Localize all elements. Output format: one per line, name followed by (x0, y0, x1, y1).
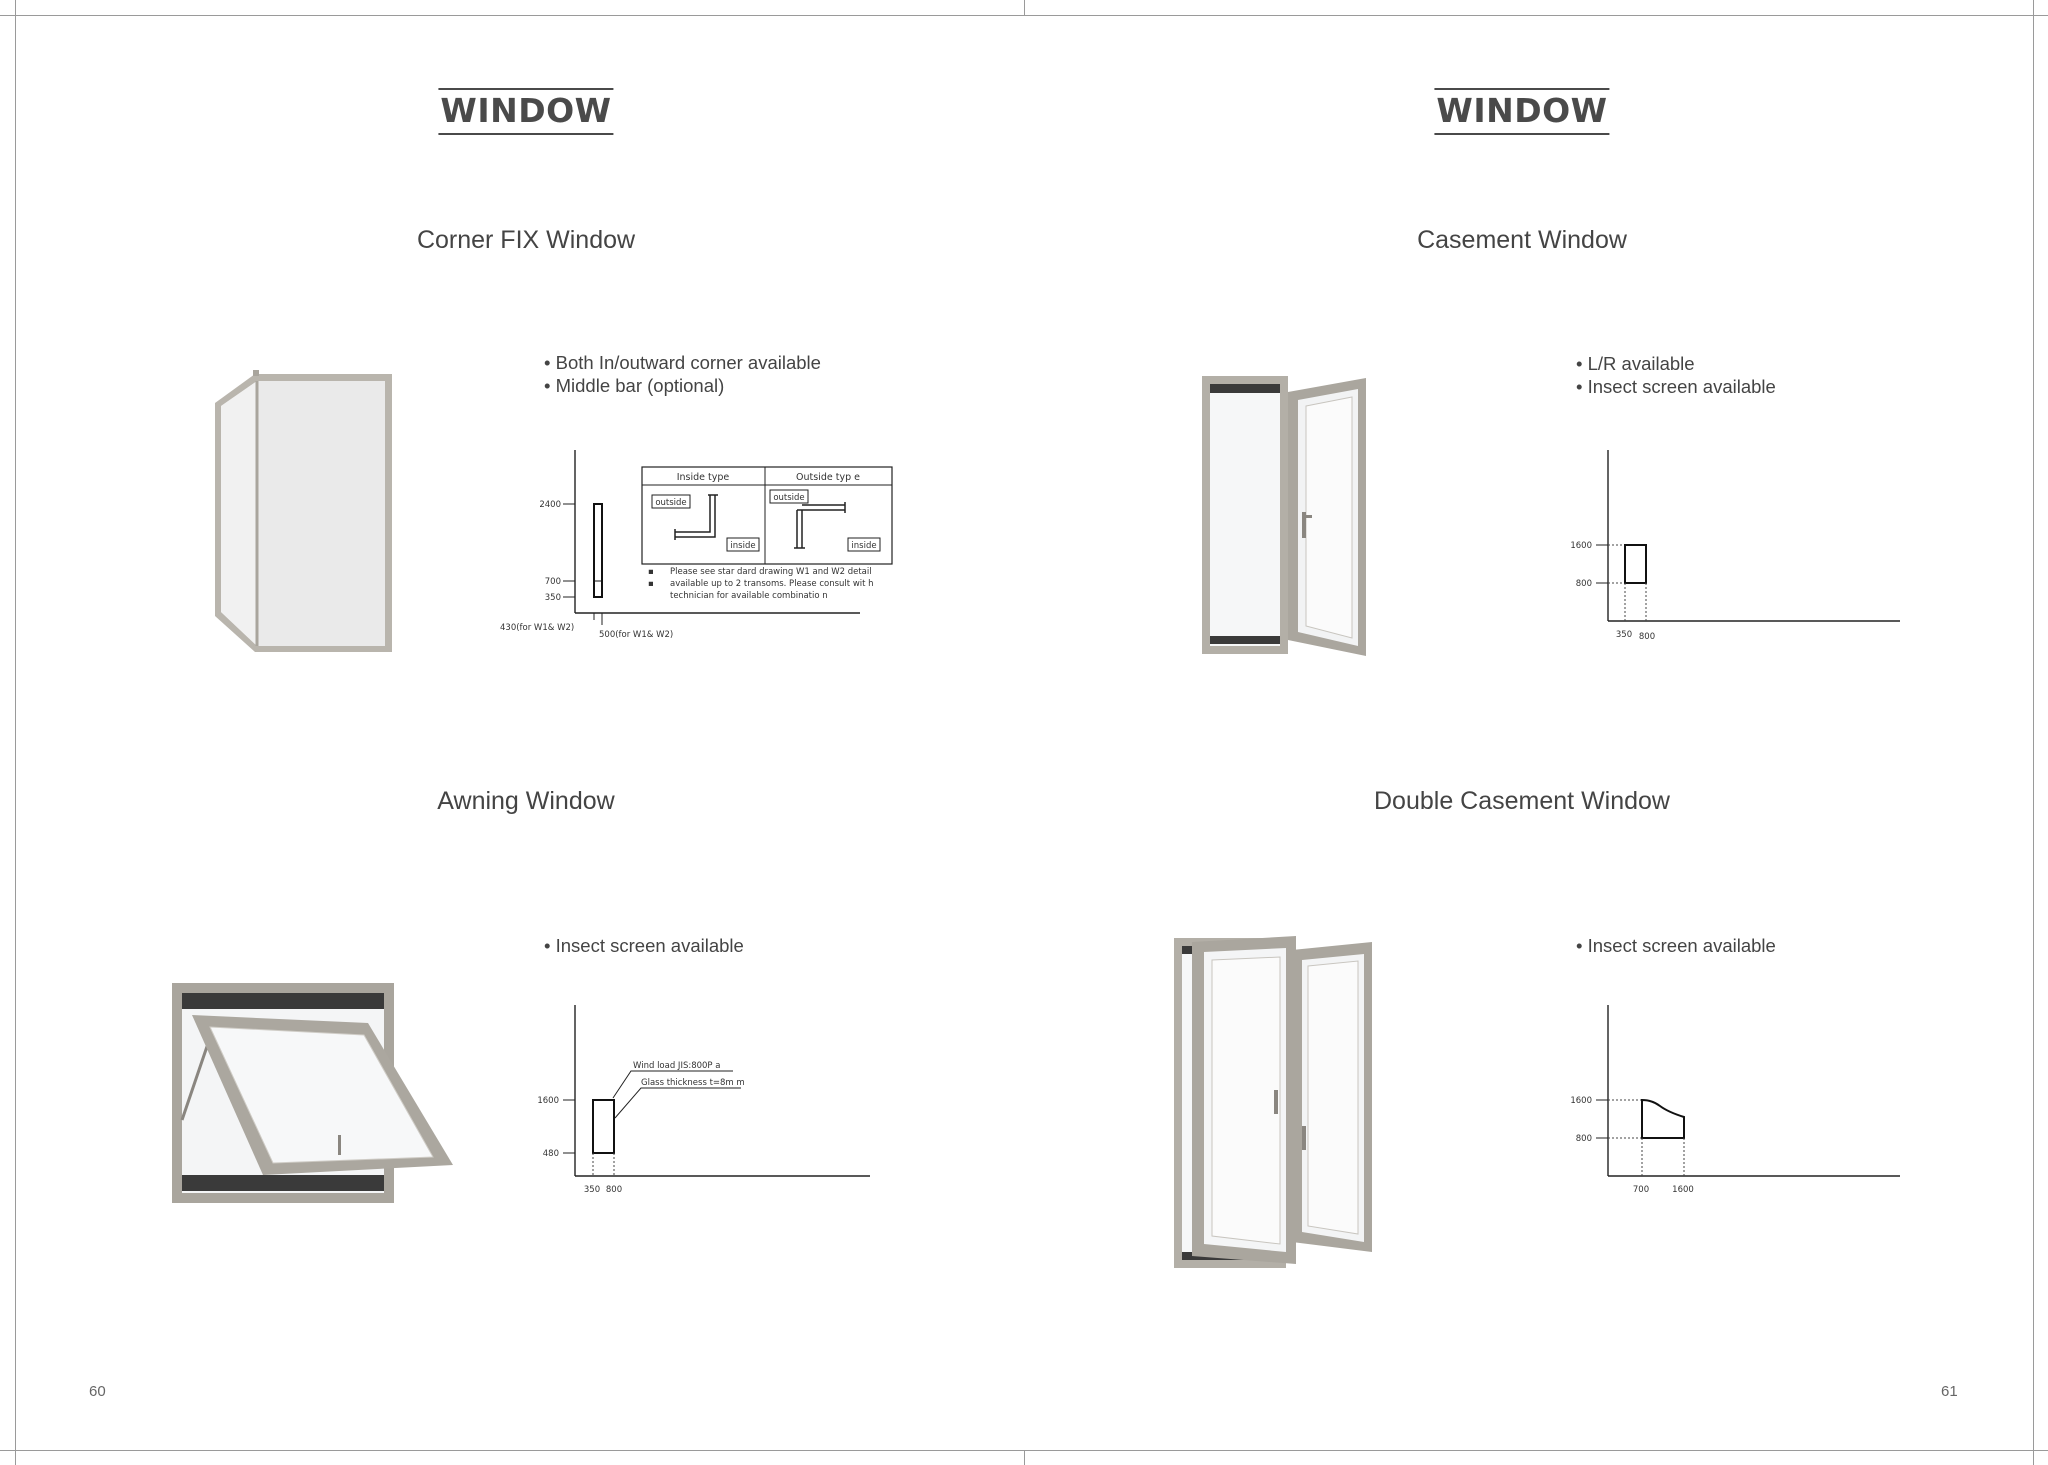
crop-mark (2033, 0, 2034, 1465)
tick-label: 350 (1616, 630, 1632, 640)
page-header-left: WINDOW (438, 88, 614, 135)
corner-fix-size-chart: 2400 700 350 430(for W1& W2) 500(for W1&… (500, 450, 893, 640)
tick-label: 700 (545, 577, 561, 587)
awning-bullets: • Insect screen available (544, 934, 744, 957)
crop-mark (1024, 0, 1025, 15)
double-casement-bullets: • Insect screen available (1576, 934, 1776, 957)
note-bullet: ▪ (648, 579, 654, 589)
table-header: Outside typ e (796, 472, 860, 483)
casement-window-illustration (1202, 376, 1366, 656)
tick-label: 2400 (539, 500, 561, 510)
note-bullet: ▪ (648, 567, 654, 577)
double-casement-window-illustration (1174, 936, 1372, 1268)
page-header-right: WINDOW (1434, 88, 1610, 135)
bullet-item: • Both In/outward corner available (544, 352, 821, 373)
tag-label: inside (851, 541, 876, 551)
tick-label: 1600 (1570, 1096, 1592, 1106)
double-casement-title: Double Casement Window (1374, 787, 1670, 815)
table-header: Inside type (677, 472, 730, 483)
tag-label: inside (730, 541, 755, 551)
annotation: Wind load JIS:800P a (633, 1061, 720, 1071)
tick-label: 800 (1639, 632, 1655, 642)
crop-mark (0, 15, 2048, 16)
awning-window-illustration (172, 983, 453, 1203)
corner-fix-window-illustration (215, 370, 392, 652)
page-number-left: 60 (89, 1383, 106, 1400)
bullet-item: • Middle bar (optional) (544, 375, 725, 396)
tick-label: 1600 (537, 1096, 559, 1106)
awning-title: Awning Window (437, 787, 615, 815)
crop-mark (15, 0, 16, 1465)
bullet-item: • Insect screen available (544, 935, 744, 956)
tick-label: 700 (1633, 1185, 1649, 1195)
tick-label: 350 (545, 593, 561, 603)
annotation: Glass thickness t=8m m (641, 1078, 745, 1088)
awning-size-chart: 1600 480 350 800 Wind load JIS:800P a Gl… (537, 1005, 870, 1195)
corner-fix-title: Corner FIX Window (416, 226, 636, 254)
casement-title: Casement Window (1417, 226, 1627, 254)
tag-label: outside (773, 493, 804, 503)
casement-bullets: • L/R available • Insect screen availabl… (1576, 352, 1776, 398)
casement-size-chart: 1600 800 350 800 (1570, 450, 1900, 642)
bullet-item: • Insect screen available (1576, 935, 1776, 956)
bullet-item: • L/R available (1576, 353, 1695, 374)
page-number-right: 61 (1941, 1383, 1958, 1400)
tick-label: 800 (1576, 579, 1592, 589)
double-casement-size-chart: 1600 800 700 1600 (1570, 1005, 1900, 1195)
note-text: available up to 2 transoms. Please consu… (670, 579, 874, 589)
tick-label: 800 (1576, 1134, 1592, 1144)
corner-fix-bullets: • Both In/outward corner available • Mid… (544, 351, 821, 397)
note-text: Please see star dard drawing W1 and W2 d… (670, 567, 872, 577)
tick-label: 800 (606, 1185, 622, 1195)
tag-label: outside (655, 498, 686, 508)
note-text: technician for available combinatio n (670, 591, 828, 601)
tick-label: 1600 (1672, 1185, 1694, 1195)
x-label: 500(for W1& W2) (599, 630, 673, 640)
x-label: 430(for W1& W2) (500, 623, 574, 633)
tick-label: 1600 (1570, 541, 1592, 551)
tick-label: 350 (584, 1185, 600, 1195)
crop-mark (1024, 1450, 1025, 1465)
bullet-item: • Insect screen available (1576, 376, 1776, 397)
tick-label: 480 (543, 1149, 559, 1159)
